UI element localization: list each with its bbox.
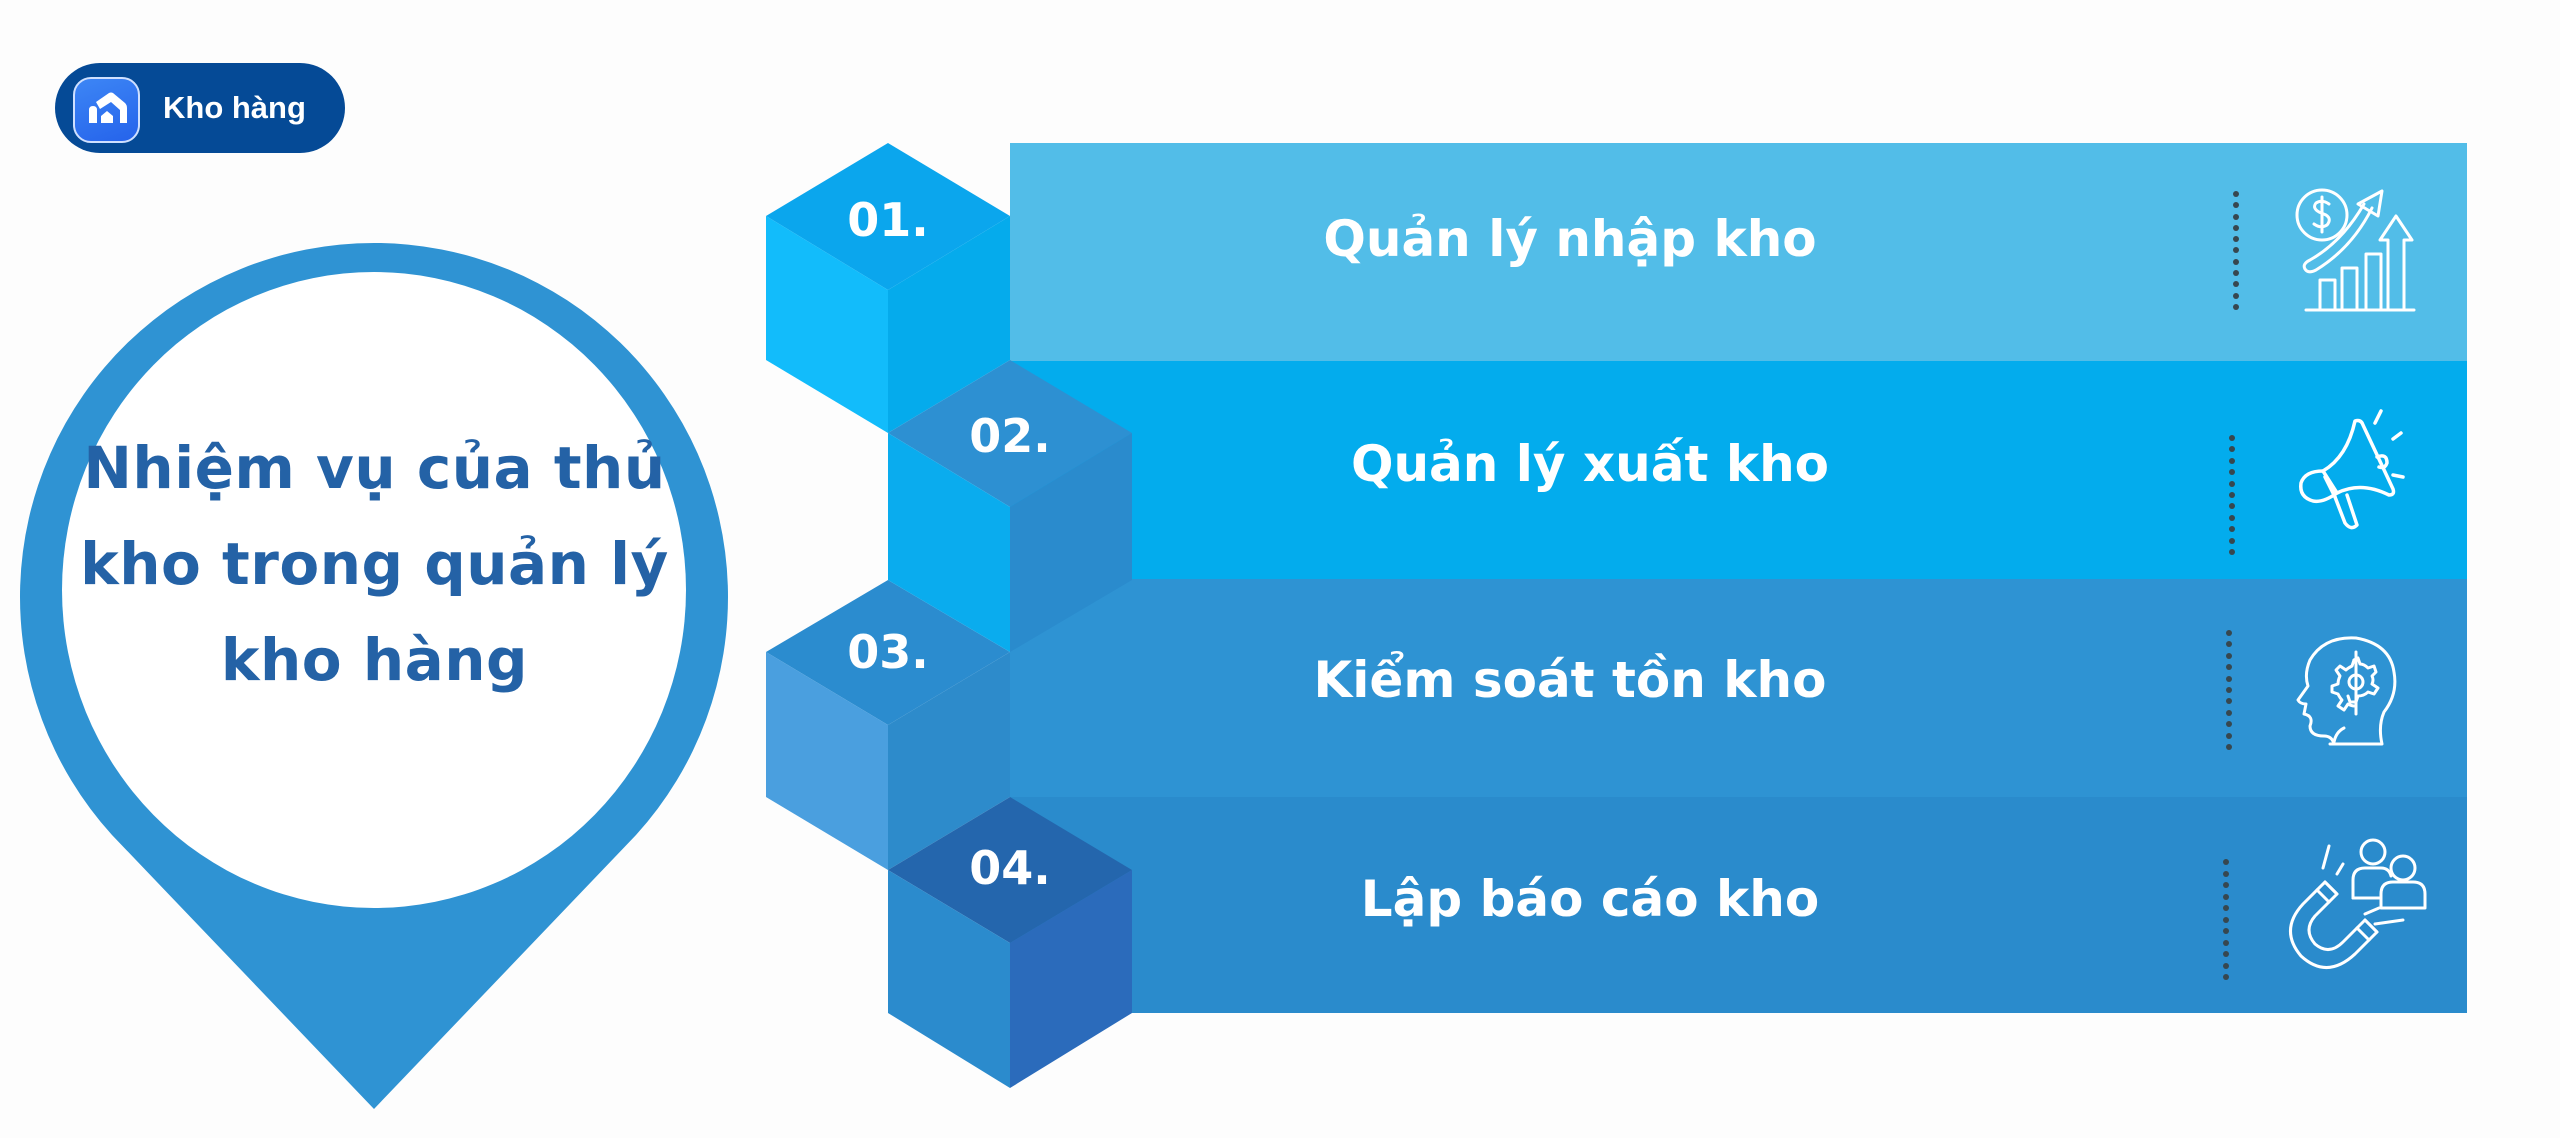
step-bar-2 — [1010, 361, 2467, 579]
map-pin-shape — [19, 242, 728, 1109]
step-title-4: Lập báo cáo kho — [1360, 870, 1820, 928]
head-gear-brain-icon — [2296, 636, 2397, 746]
badge-label: Kho hàng — [163, 90, 306, 125]
cube-3 — [766, 580, 1010, 870]
cube-2 — [888, 360, 1132, 652]
pin-title: Nhiệm vụ của thủ kho trong quản lý kho h… — [62, 420, 687, 708]
pin-title-line-2: kho trong quản lý — [80, 530, 669, 598]
step-bar-1 — [1010, 143, 2467, 361]
step-title-3: Kiểm soát tồn kho — [1313, 651, 1827, 709]
dotted-divider-3 — [2226, 630, 2232, 750]
step-number-1: 01. — [847, 193, 929, 247]
step-number-4: 04. — [969, 841, 1051, 895]
megaphone-icon — [2299, 409, 2405, 530]
pin-title-line-1: Nhiệm vụ của thủ — [83, 434, 666, 502]
cube-1 — [766, 143, 1010, 433]
kho-hang-badge[interactable]: Kho hàng — [55, 63, 345, 153]
pin-title-line-3: kho hàng — [220, 626, 529, 694]
step-title-1: Quản lý nhập kho — [1323, 210, 1817, 268]
step-number-2: 02. — [969, 409, 1051, 463]
step-title-2: Quản lý xuất kho — [1350, 435, 1830, 493]
step-bar-3 — [1010, 579, 2467, 797]
cube-4 — [888, 797, 1132, 1088]
home-icon — [73, 77, 140, 143]
dotted-divider-4 — [2223, 859, 2229, 980]
magnet-people-icon — [2289, 838, 2427, 969]
dotted-divider-1 — [2233, 191, 2239, 310]
revenue-growth-chart-icon — [2295, 188, 2416, 312]
step-number-3: 03. — [847, 625, 929, 679]
dotted-divider-2 — [2229, 435, 2235, 555]
